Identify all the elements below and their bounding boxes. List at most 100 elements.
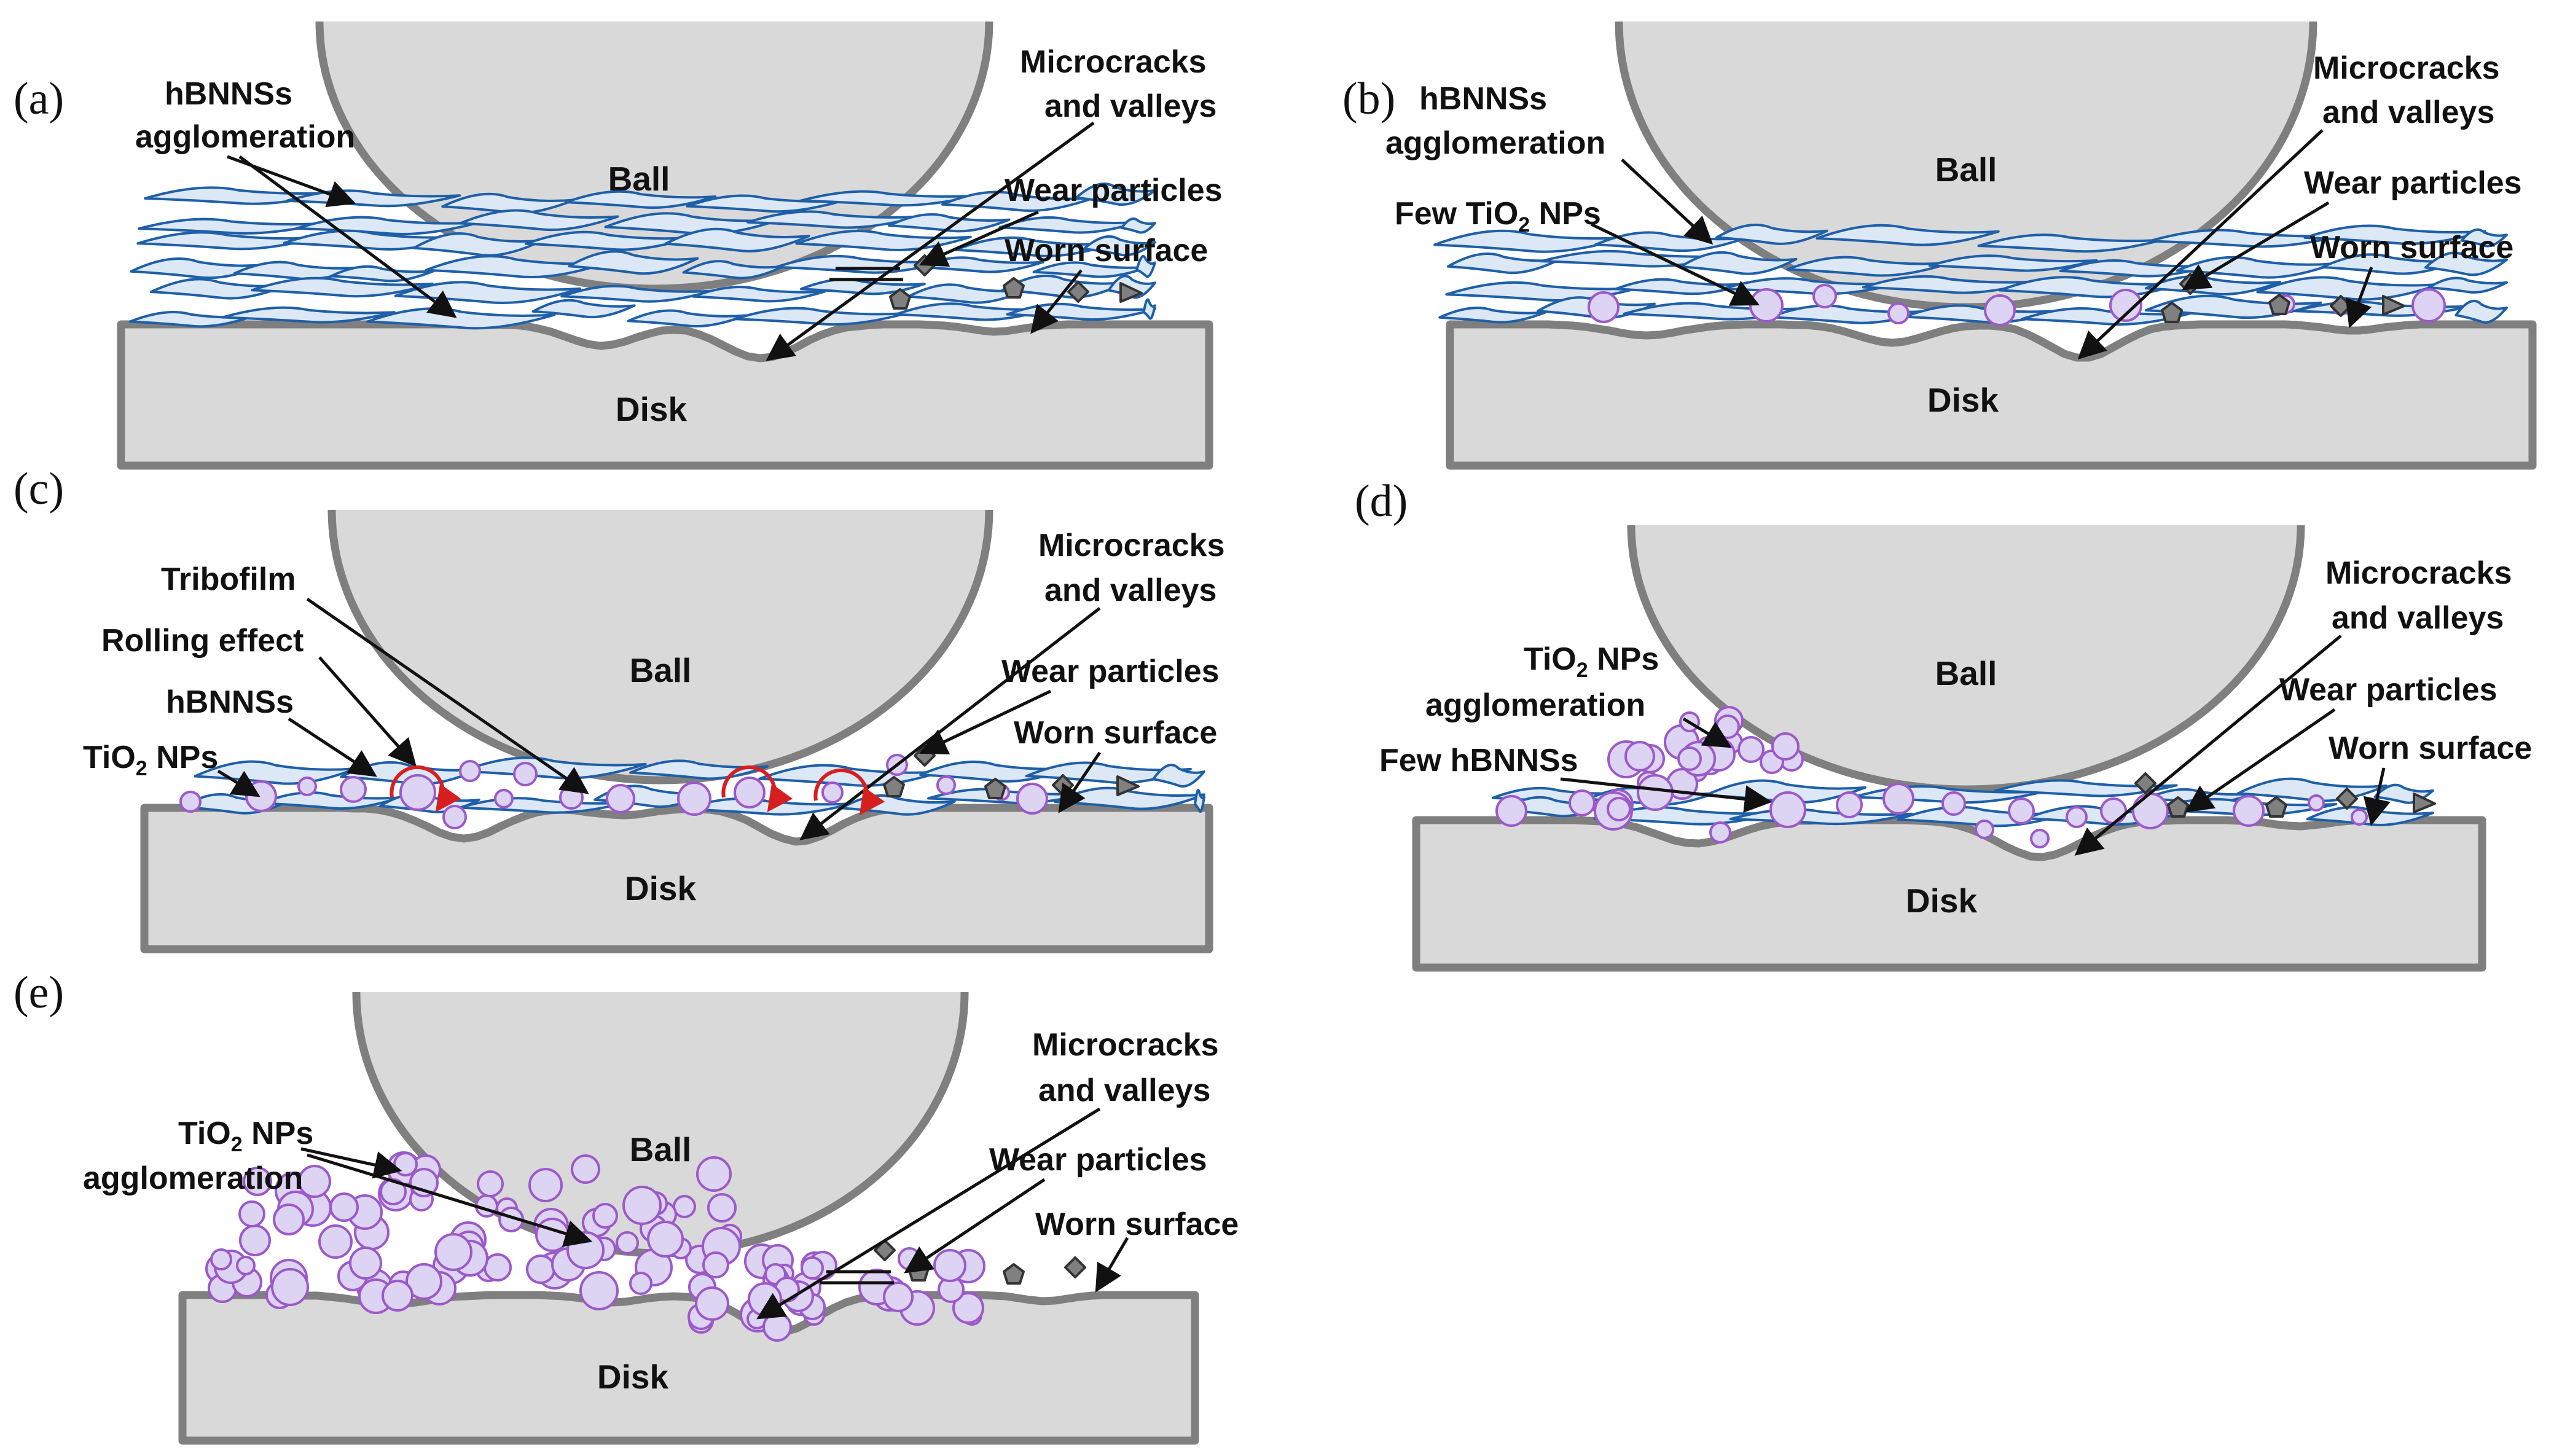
panel-a: (a) Ball Disk hBNNSs agglomeration Micro… [14,21,1223,470]
tio2-particle-undefined-106 [236,1256,256,1275]
tio2-particle-undefined-30 [1941,791,1966,816]
tio2-particle-undefined-45 [484,1253,512,1282]
tio2-particle-undefined-99 [933,1249,966,1282]
tio2-particle-undefined-40 [1709,821,1731,843]
tio2-particle-undefined-26 [1495,795,1527,827]
wear-particle-c-4 [1116,775,1140,796]
tio2-particle-undefined-67 [535,1218,570,1252]
tio2-particle-undefined-16 [442,805,467,829]
panel-label-d: (d) [1355,476,1408,526]
hbn-sheet-b-8 [1446,252,1561,275]
micro-label-line1-e: Microcracks [1032,1027,1219,1063]
hbn-sheet-a-47 [627,309,747,328]
worn-label-e: Worn surface [1035,1207,1239,1242]
hbn-label-line1-b: hBNNSs [1419,81,1547,117]
hbn-sheet-b-16 [2424,251,2508,276]
few-tio2-label-b: Few TiO2 NPs [1395,196,1601,237]
hbn-sheets-a [128,182,1156,330]
wear-particle-d-3 [2336,788,2358,810]
tio2-particle-undefined-104 [273,1204,305,1235]
wear-particle-e-2 [1003,1263,1025,1285]
tio2-particle-undefined-0 [179,791,202,813]
tio2-particle-undefined-28 [1836,791,1863,818]
tio2-particle-undefined-31 [2008,797,2035,824]
tio2-prefix-c: TiO [83,740,136,775]
hbn-sheet-c-7 [1151,764,1205,788]
panel-label-e: (e) [14,968,64,1018]
hbn-sheet-a-44 [221,306,396,324]
tio2-particle-undefined-35 [2233,795,2265,827]
rolling-arrow-c-2 [813,768,885,816]
panel-c: (c) Ball Disk Tribofilm Rolling effect h… [14,464,1225,953]
hbn-sheet-a-8 [138,217,324,235]
tio2-particle-undefined-21 [622,1186,662,1225]
hbn-sheet-b-12 [1928,254,2098,272]
tio2-suffix-c: NPs [147,740,219,775]
hbn-sheet-a-7 [1075,182,1156,206]
wear-particle-c-2 [984,778,1006,799]
tio2-particle-undefined-68 [434,1233,472,1271]
tio2-particle-undefined-108 [762,1312,792,1342]
wear-particles-c [883,745,1140,799]
tio2-particle-undefined-22 [1677,746,1702,771]
tio2-particles-b [1588,284,2446,326]
tio2-particle-undefined-0 [1588,291,1620,323]
tio2-particle-undefined-59 [238,1200,265,1227]
tio2-particle-undefined-4 [399,774,436,811]
hbn-sheet-a-10 [459,209,619,232]
hbn-label-line2-a: agglomeration [135,119,355,155]
tio2-label-c: TiO2 NPs [83,740,218,780]
tio2-particle-undefined-96 [695,1286,729,1321]
disk-label-d: Disk [1906,882,1978,920]
tio2-particle-undefined-63 [571,1154,600,1184]
worn-label-d: Worn surface [2329,730,2532,766]
tio2-particle-undefined-13 [936,775,956,795]
ball-label-d: Ball [1935,654,1997,692]
disk-b [1446,320,2537,470]
micro-label-line2-e: and valleys [1038,1073,1210,1108]
tribofilm-label-c: Tribofilm [161,562,296,597]
tio2-particle-undefined-18 [528,1168,563,1202]
tio2-particle-undefined-5 [2109,289,2142,322]
tio2-particle-undefined-50 [592,1203,618,1229]
tio2-particle-undefined-27 [1569,789,1596,816]
worn-label-c: Worn surface [1014,715,1217,751]
wear-label-c: Wear particles [1001,654,1220,689]
wear-particle-c-1 [883,776,905,797]
panel-e: (e) Ball Disk TiO2 NPs agglomeration Mic… [14,968,1239,1445]
leader-lines-c [217,597,1102,840]
hbn-sheet-b-25 [1438,307,1547,324]
tio2-particle-undefined-14 [1607,797,1631,821]
tio2-particle-undefined-25 [1769,791,1806,828]
wear-label-e: Wear particles [989,1142,1207,1178]
tio2-particle-undefined-9 [696,1156,732,1192]
tio2-particle-undefined-20 [318,1224,353,1259]
tio2-sub-c: 2 [136,757,147,780]
tio2-sub-e: 2 [231,1133,243,1156]
panel-label-c: (c) [14,464,64,514]
tio2-particle-undefined-17 [494,789,514,808]
wear-particle-a-2 [1003,277,1025,299]
ball-label-a: Ball [608,160,670,198]
tio2-particle-undefined-39 [2030,829,2050,848]
tio2-particle-undefined-105 [210,1248,232,1270]
tio2-particles-e [205,1151,985,1342]
tio2-particle-undefined-65 [382,1280,413,1312]
tio2-particle-undefined-6 [513,762,538,786]
hbn-sheet-a-13 [888,213,1011,233]
tio2-particle-undefined-4 [1984,294,2016,326]
tio2-particle-undefined-5 [629,1272,652,1295]
few-hbn-label-d: Few hBNNSs [1379,743,1578,778]
few-tio2-sub-b: 2 [1518,213,1530,237]
tio2-particle-undefined-3 [673,1195,696,1218]
disk-label-a: Disk [616,390,687,428]
tio2-particle-undefined-48 [349,1247,382,1280]
tio2-label-e: TiO2 NPs [178,1116,313,1156]
tio2-label-d: TiO2 NPs [1524,641,1659,682]
wear-particle-b-1 [2268,294,2290,315]
hbn-sheet-a-51 [1142,298,1156,320]
tio2-particle-undefined-52 [647,1221,684,1258]
wear-label-b: Wear particles [2304,165,2522,201]
rolling-arrow-c-0 [390,765,461,813]
